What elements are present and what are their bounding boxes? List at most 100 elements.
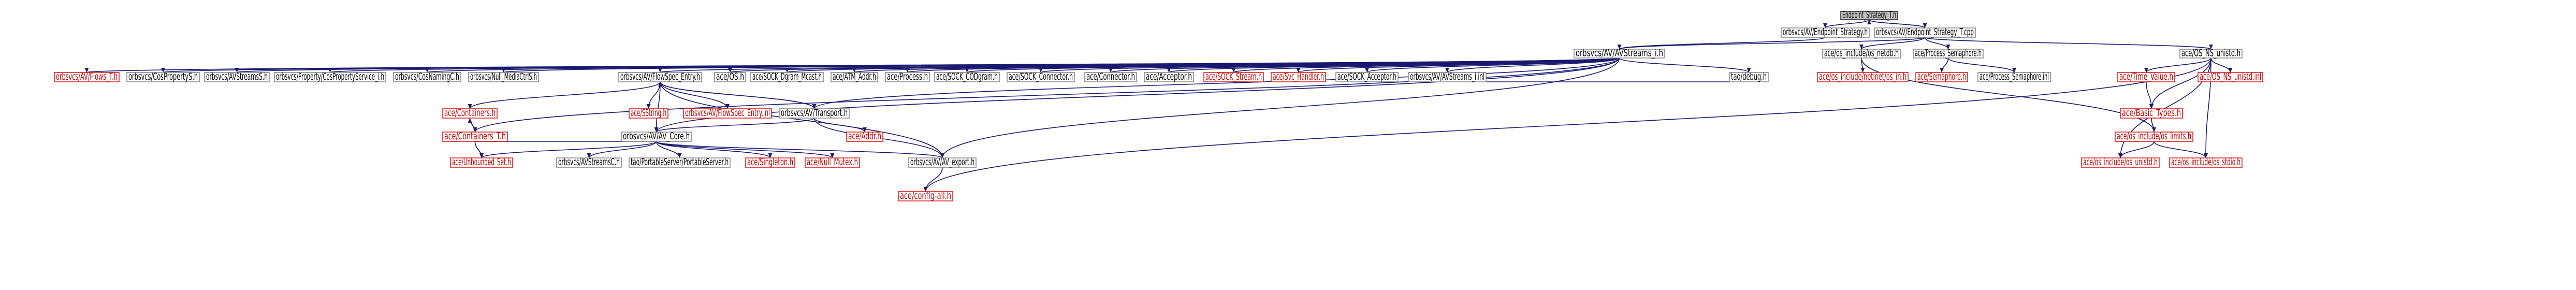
graph-node-sem[interactable]: ace/Semaphore.h	[1915, 71, 1968, 82]
graph-node-osstdio[interactable]: ace/os_include/os_stdio.h	[2169, 156, 2243, 168]
node-box[interactable]	[629, 108, 668, 119]
graph-node-sockstream[interactable]: ace/SOCK_Stream.h	[1203, 71, 1264, 82]
node-box[interactable]	[468, 72, 539, 82]
graph-node-flows[interactable]: orbsvcs/AV/Flows_T.h	[54, 71, 120, 82]
node-box[interactable]	[1977, 72, 2051, 82]
node-box[interactable]	[1840, 11, 1898, 20]
graph-node-debug[interactable]: tao/debug.h	[1729, 71, 1769, 82]
node-box[interactable]	[393, 72, 461, 82]
node-box[interactable]	[2169, 157, 2243, 168]
node-box[interactable]	[683, 108, 772, 119]
node-box[interactable]	[1335, 72, 1399, 82]
node-box[interactable]	[1729, 72, 1769, 82]
node-box[interactable]	[204, 72, 270, 82]
graph-node-atmaddr[interactable]: ace/ATM_Addr.h	[831, 71, 878, 82]
graph-node-avstrc[interactable]: orbsvcs/AVStreamsC.h	[556, 156, 622, 168]
graph-node-root[interactable]: Endpoint_Strategy_T.h	[1840, 9, 1898, 21]
node-box[interactable]	[1408, 72, 1487, 82]
node-box[interactable]	[274, 72, 386, 82]
graph-node-avsi[interactable]: orbsvcs/AV/AVStreams_i.inl	[1408, 71, 1487, 82]
node-box[interactable]	[2120, 108, 2183, 119]
node-box[interactable]	[750, 72, 824, 82]
graph-node-containerst[interactable]: ace/Containers_T.h	[442, 130, 508, 142]
node-box[interactable]	[908, 157, 977, 168]
graph-node-acos[interactable]: ace/OS.h	[714, 71, 746, 82]
graph-node-cosps[interactable]: orbsvcs/CosPropertyS.h	[126, 71, 200, 82]
node-box[interactable]	[54, 72, 120, 82]
node-box[interactable]	[442, 132, 508, 142]
graph-node-sockconn[interactable]: ace/SOCK_Connector.h	[1007, 71, 1075, 82]
node-box[interactable]	[2081, 157, 2160, 168]
graph-node-propsvc[interactable]: orbsvcs/Property/CosPropertyService_i.h	[274, 71, 386, 82]
node-box[interactable]	[450, 157, 513, 168]
graph-node-connector[interactable]: ace/Connector.h	[1084, 71, 1137, 82]
node-box[interactable]	[1781, 27, 1870, 38]
graph-node-avexport[interactable]: orbsvcs/AV/AV_export.h	[908, 156, 977, 168]
node-box[interactable]	[714, 72, 746, 82]
graph-node-svch[interactable]: ace/Svc_Handler.h	[1271, 71, 1326, 82]
graph-node-sstring[interactable]: ace/SString.h	[629, 107, 668, 119]
node-box[interactable]	[898, 191, 953, 201]
node-box[interactable]	[846, 132, 883, 142]
node-box[interactable]	[1271, 72, 1326, 82]
graph-node-sockacc[interactable]: ace/SOCK_Acceptor.h	[1335, 71, 1399, 82]
graph-node-cosnc[interactable]: orbsvcs/CosNamingC.h	[393, 71, 461, 82]
graph-node-osinc[interactable]: ace/os_include/netinet/os_in.h	[1817, 71, 1909, 82]
graph-node-psemi[interactable]: ace/Process_Semaphore.inl	[1977, 71, 2051, 82]
node-box[interactable]	[1915, 72, 1968, 82]
graph-node-addr[interactable]: ace/Addr.h	[846, 130, 883, 142]
node-box[interactable]	[556, 157, 622, 168]
graph-node-eps[interactable]: orbsvcs/AV/Endpoint_Strategy.h	[1781, 26, 1870, 38]
node-box[interactable]	[126, 72, 200, 82]
node-box[interactable]	[805, 157, 860, 168]
node-box[interactable]	[934, 72, 1000, 82]
graph-node-sockcod[interactable]: ace/SOCK_CODgram.h	[934, 71, 1000, 82]
graph-node-avstrs[interactable]: orbsvcs/AVStreamsS.h	[204, 71, 270, 82]
graph-node-onu[interactable]: ace/OS_NS_unistd.h	[2179, 48, 2243, 59]
node-box[interactable]	[2197, 72, 2263, 82]
node-box[interactable]	[1817, 72, 1909, 82]
graph-node-basic[interactable]: ace/Basic_Types.h	[2120, 107, 2183, 119]
node-box[interactable]	[1874, 27, 1976, 38]
node-box[interactable]	[1913, 49, 1984, 59]
graph-node-config[interactable]: ace/config-all.h	[898, 190, 953, 201]
graph-node-osunistd[interactable]: ace/os_include/os_unistd.h	[2081, 156, 2160, 168]
graph-node-ossd[interactable]: ace/os_include/os_netdb.h	[1822, 48, 1901, 59]
graph-node-fsei[interactable]: orbsvcs/AV/FlowSpec_Entry.inl	[683, 107, 772, 119]
graph-node-nullmutex[interactable]: ace/Null_Mutex.h	[805, 156, 860, 168]
graph-node-timev[interactable]: ace/Time_Value.h	[2117, 71, 2175, 82]
node-box[interactable]	[1822, 49, 1901, 59]
graph-node-containers[interactable]: ace/Containers.h	[442, 107, 498, 119]
graph-node-flowspec[interactable]: orbsvcs/AV/FlowSpec_Entry.h	[618, 71, 702, 82]
node-box[interactable]	[745, 157, 795, 168]
node-box[interactable]	[2117, 72, 2175, 82]
node-box[interactable]	[2179, 49, 2243, 59]
graph-node-acceptor[interactable]: ace/Acceptor.h	[1144, 71, 1194, 82]
node-box[interactable]	[2115, 132, 2193, 142]
graph-node-sockdm[interactable]: ace/SOCK_Dgram_Mcast.h	[750, 71, 824, 82]
node-box[interactable]	[885, 72, 930, 82]
graph-node-epst[interactable]: orbsvcs/AV/Endpoint_Strategy_T.cpp	[1874, 26, 1976, 38]
graph-node-singleton[interactable]: ace/Singleton.h	[745, 156, 795, 168]
node-box[interactable]	[1203, 72, 1264, 82]
node-box[interactable]	[831, 72, 878, 82]
node-box[interactable]	[1144, 72, 1194, 82]
graph-node-oslimits[interactable]: ace/os_include/os_limits.h	[2115, 130, 2193, 142]
node-box[interactable]	[1007, 72, 1075, 82]
node-box[interactable]	[442, 108, 498, 119]
graph-node-avcore[interactable]: orbsvcs/AV/AV_Core.h	[621, 130, 692, 142]
node-box[interactable]	[1084, 72, 1137, 82]
node-box[interactable]	[629, 157, 731, 168]
graph-node-nullmc[interactable]: orbsvcs/Null_MediaCtrlS.h	[468, 71, 539, 82]
graph-node-onui[interactable]: ace/OS_NS_unistd.inl	[2197, 71, 2263, 82]
node-box[interactable]	[618, 72, 702, 82]
graph-node-transport[interactable]: orbsvcs/AV/Transport.h	[779, 107, 850, 119]
node-box[interactable]	[621, 132, 692, 142]
graph-node-psem[interactable]: ace/Process_Semaphore.h	[1913, 48, 1984, 59]
graph-node-pserver[interactable]: tao/PortableServer/PortableServer.h	[629, 156, 731, 168]
graph-node-unbset[interactable]: ace/Unbounded_Set.h	[450, 156, 513, 168]
node-box[interactable]	[1574, 49, 1665, 59]
graph-node-avs[interactable]: orbsvcs/AV/AVStreams_i.h	[1574, 48, 1665, 59]
node-box[interactable]	[779, 108, 850, 119]
graph-node-process[interactable]: ace/Process.h	[885, 71, 930, 82]
